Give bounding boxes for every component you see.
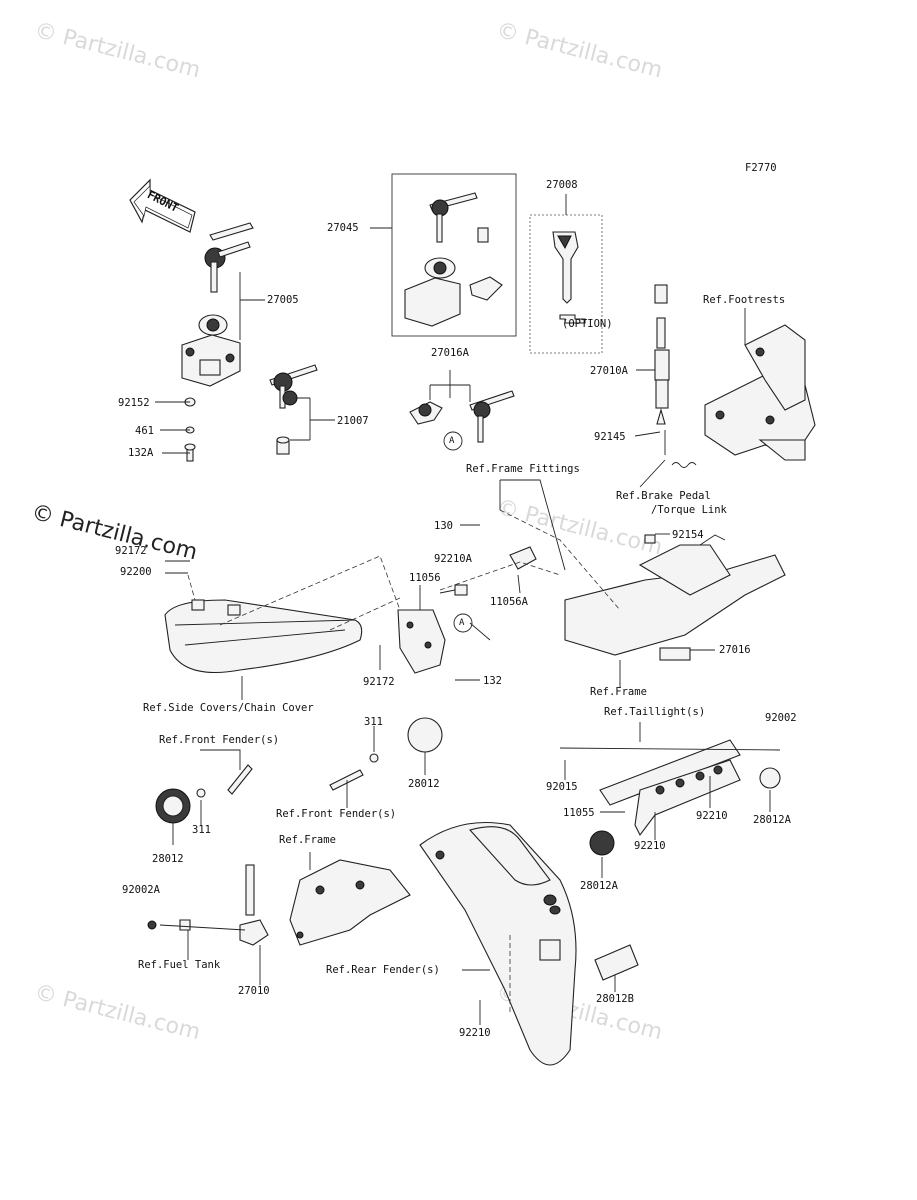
- frame-icon: [564, 534, 786, 661]
- nut-icon: [369, 753, 379, 763]
- ref-label: Ref.Frame: [590, 686, 647, 698]
- part-number[interactable]: 27010A: [590, 365, 628, 377]
- marker-a-label: A: [449, 436, 455, 446]
- bolt-icon: [329, 769, 364, 791]
- part-number[interactable]: 130: [434, 520, 453, 532]
- footrest-bracket-icon: [704, 324, 816, 461]
- bracket-icon: [397, 546, 537, 674]
- ignition-switch-icon: [181, 314, 241, 387]
- part-number[interactable]: 92210A: [434, 553, 472, 565]
- dashed-lines: [187, 509, 621, 1015]
- ref-label: Ref.Front Fender(s): [159, 734, 280, 746]
- ref-label: Ref.Frame Fittings: [466, 463, 580, 475]
- part-number[interactable]: 21007: [337, 415, 369, 427]
- part-number[interactable]: 92210: [634, 840, 666, 852]
- part-number[interactable]: 92172: [363, 676, 395, 688]
- part-number[interactable]: 11056: [409, 572, 441, 584]
- part-number[interactable]: 28012A: [580, 880, 618, 892]
- ref-label: Ref.Side Covers/Chain Cover: [143, 702, 314, 714]
- option-label: (OPTION): [562, 318, 613, 330]
- reflector-icon: [759, 767, 781, 789]
- ref-label: Ref.Brake Pedal: [616, 490, 711, 502]
- part-number[interactable]: 27008: [546, 179, 578, 191]
- ref-label: Ref.Taillight(s): [604, 706, 706, 718]
- part-number[interactable]: 28012: [408, 778, 440, 790]
- part-number[interactable]: 92015: [546, 781, 578, 793]
- rear-fender-icon: [419, 822, 577, 1066]
- part-number[interactable]: 92152: [118, 397, 150, 409]
- reflector-icon: [594, 944, 639, 981]
- bolt-icon: [184, 443, 196, 462]
- key-icon: [204, 222, 254, 293]
- part-number[interactable]: 11055: [563, 807, 595, 819]
- part-number[interactable]: 92200: [120, 566, 152, 578]
- switch-icon: [654, 284, 670, 425]
- part-number[interactable]: 92210: [696, 810, 728, 822]
- part-number[interactable]: 92210: [459, 1027, 491, 1039]
- ref-label: Ref.Fuel Tank: [138, 959, 221, 971]
- ref-label: Ref.Front Fender(s): [276, 808, 397, 820]
- part-number[interactable]: 27016: [719, 644, 751, 656]
- part-number[interactable]: 27010: [238, 985, 270, 997]
- part-number[interactable]: 132A: [128, 447, 154, 459]
- part-number[interactable]: 92002: [765, 712, 797, 724]
- marker-a-icon: [443, 431, 463, 451]
- part-number[interactable]: 27045: [327, 222, 359, 234]
- part-number[interactable]: 92154: [672, 529, 704, 541]
- frame-mount-icon: [289, 859, 411, 946]
- ref-label: /Torque Link: [651, 504, 727, 516]
- part-number[interactable]: 27016A: [431, 347, 469, 359]
- part-number[interactable]: 11056A: [490, 596, 528, 608]
- box-27045: [391, 173, 517, 337]
- reflector-icon: [407, 717, 443, 753]
- ref-label: Ref.Rear Fender(s): [326, 964, 440, 976]
- marker-a-icon: [453, 613, 473, 633]
- part-number[interactable]: 92172: [115, 545, 147, 557]
- part-number[interactable]: 92002A: [122, 884, 160, 896]
- part-number[interactable]: 461: [135, 425, 154, 437]
- part-number[interactable]: 28012B: [596, 993, 634, 1005]
- reflector-icon: [155, 788, 191, 824]
- key-set-icon: [409, 390, 515, 443]
- option-key-icon: [552, 231, 586, 324]
- ref-label: Ref.Frame: [279, 834, 336, 846]
- diagram-code: F2770: [745, 162, 777, 174]
- part-number[interactable]: 311: [192, 824, 211, 836]
- marker-a-label: A: [459, 618, 465, 628]
- part-number[interactable]: 92145: [594, 431, 626, 443]
- nut-icon: [196, 788, 206, 798]
- taillight-bracket-icon: [599, 739, 741, 837]
- part-number[interactable]: 132: [483, 675, 502, 687]
- part-number[interactable]: 28012: [152, 853, 184, 865]
- spring-icon: [664, 430, 697, 468]
- ref-label: Ref.Footrests: [703, 294, 786, 306]
- bolt-icon: [227, 764, 253, 795]
- key-set-icon: [269, 364, 318, 455]
- front-arrow-icon: [129, 178, 196, 233]
- part-number[interactable]: 27005: [267, 294, 299, 306]
- sensor-icon: [147, 864, 269, 946]
- side-cover-icon: [164, 599, 363, 673]
- part-number[interactable]: 28012A: [753, 814, 791, 826]
- part-number[interactable]: 311: [364, 716, 383, 728]
- leader-lines: [155, 194, 781, 1025]
- key-set-icon: [404, 192, 503, 327]
- reflector-icon: [589, 830, 615, 856]
